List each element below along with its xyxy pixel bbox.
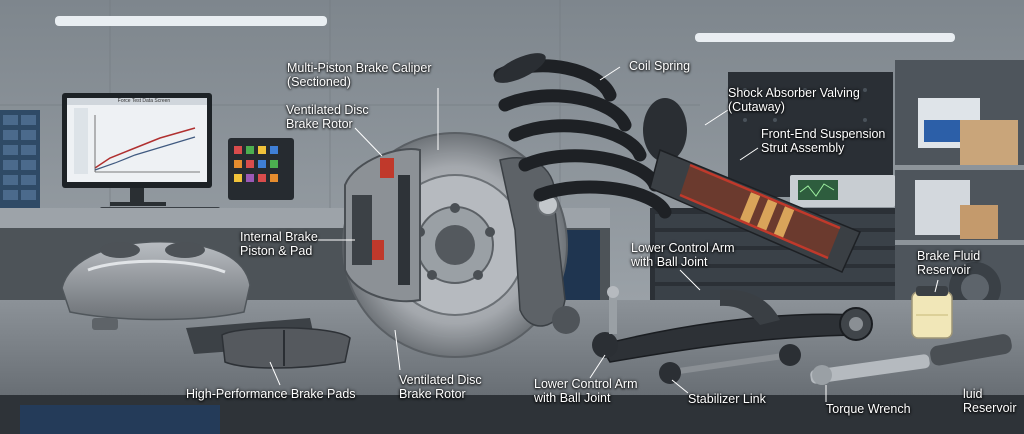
electrical-test-panel — [228, 138, 294, 200]
ceiling-light-left — [55, 16, 327, 26]
brake-pads — [186, 318, 351, 369]
label-strut-assembly: Front-End Suspension Strut Assembly — [761, 127, 886, 155]
brake-caliper — [61, 241, 251, 330]
label-brake-pads: High-Performance Brake Pads — [186, 387, 356, 401]
shelving-unit — [895, 60, 1024, 330]
label-stabilizer-link: Stabilizer Link — [688, 392, 766, 406]
stabilizer-link — [659, 344, 801, 384]
label-coil-spring: Coil Spring — [629, 59, 691, 73]
lower-control-arm — [592, 286, 873, 363]
label-control-arm-top: Lower Control Arm with Ball Joint — [631, 241, 735, 269]
bench-drawer — [20, 405, 220, 434]
steering-knuckle — [499, 157, 580, 334]
label-caliper-sectioned: Multi-Piston Brake Caliper (Sectioned) — [287, 61, 432, 89]
label-torque-wrench: Torque Wrench — [826, 402, 911, 416]
ceiling-light-right — [695, 33, 955, 42]
label-rotor-bottom: Ventilated Disc Brake Rotor — [399, 373, 482, 401]
label-fluid-reservoir-top: Brake Fluid Reservoir — [917, 249, 981, 277]
callout-lines — [269, 66, 939, 402]
pegboard — [728, 72, 895, 207]
label-fluid-reservoir-bottom: luid Reservoir — [963, 387, 1017, 415]
brake-fluid-reservoir — [911, 286, 953, 339]
label-control-arm-bottom: Lower Control Arm with Ball Joint — [534, 377, 638, 405]
parts-drawer-cabinet — [0, 110, 40, 210]
sectioned-caliper — [344, 148, 421, 303]
label-shock-valving: Shock Absorber Valving (Cutaway) — [728, 86, 860, 114]
label-rotor-top: Ventilated Disc Brake Rotor — [286, 103, 369, 131]
torque-wrench — [810, 334, 1012, 385]
monitor-chart-title: Force Test Data Screen — [117, 98, 171, 104]
label-piston-pad: Internal Brake Piston & Pad — [240, 230, 318, 258]
strut-assembly — [493, 53, 862, 273]
